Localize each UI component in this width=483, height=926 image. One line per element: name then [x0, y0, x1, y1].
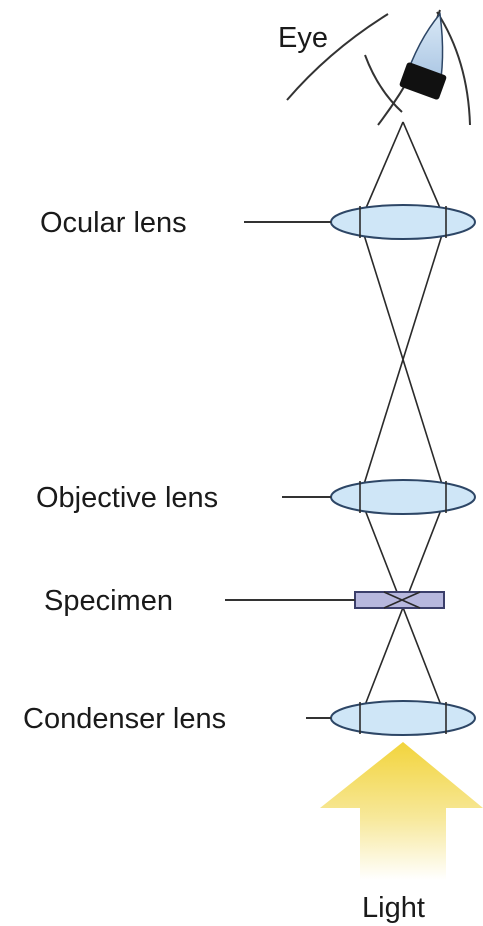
eye-pupil — [399, 62, 447, 100]
specimen-ray-right — [383, 591, 421, 609]
objective-lens — [330, 479, 476, 515]
eye-outline-upper — [286, 13, 389, 101]
objective-lens-label: Objective lens — [36, 482, 218, 514]
specimen-label: Specimen — [44, 585, 173, 617]
ray-apex-right — [402, 121, 447, 223]
eye-lid-right — [436, 11, 471, 126]
eye-label: Eye — [278, 22, 328, 54]
eye-brow-curve — [364, 54, 403, 113]
specimen-slide — [354, 591, 445, 609]
ray-ocular-right-cross — [359, 221, 447, 498]
light-arrow — [320, 742, 483, 880]
condenser-lens — [330, 700, 476, 736]
ray-apex-left — [359, 121, 404, 223]
light-label: Light — [362, 892, 425, 924]
ocular-lens-label: Ocular lens — [40, 207, 187, 239]
ocular-lens — [330, 204, 476, 240]
condenser-lens-label: Condenser lens — [23, 703, 226, 735]
eye-illustration — [286, 9, 471, 126]
